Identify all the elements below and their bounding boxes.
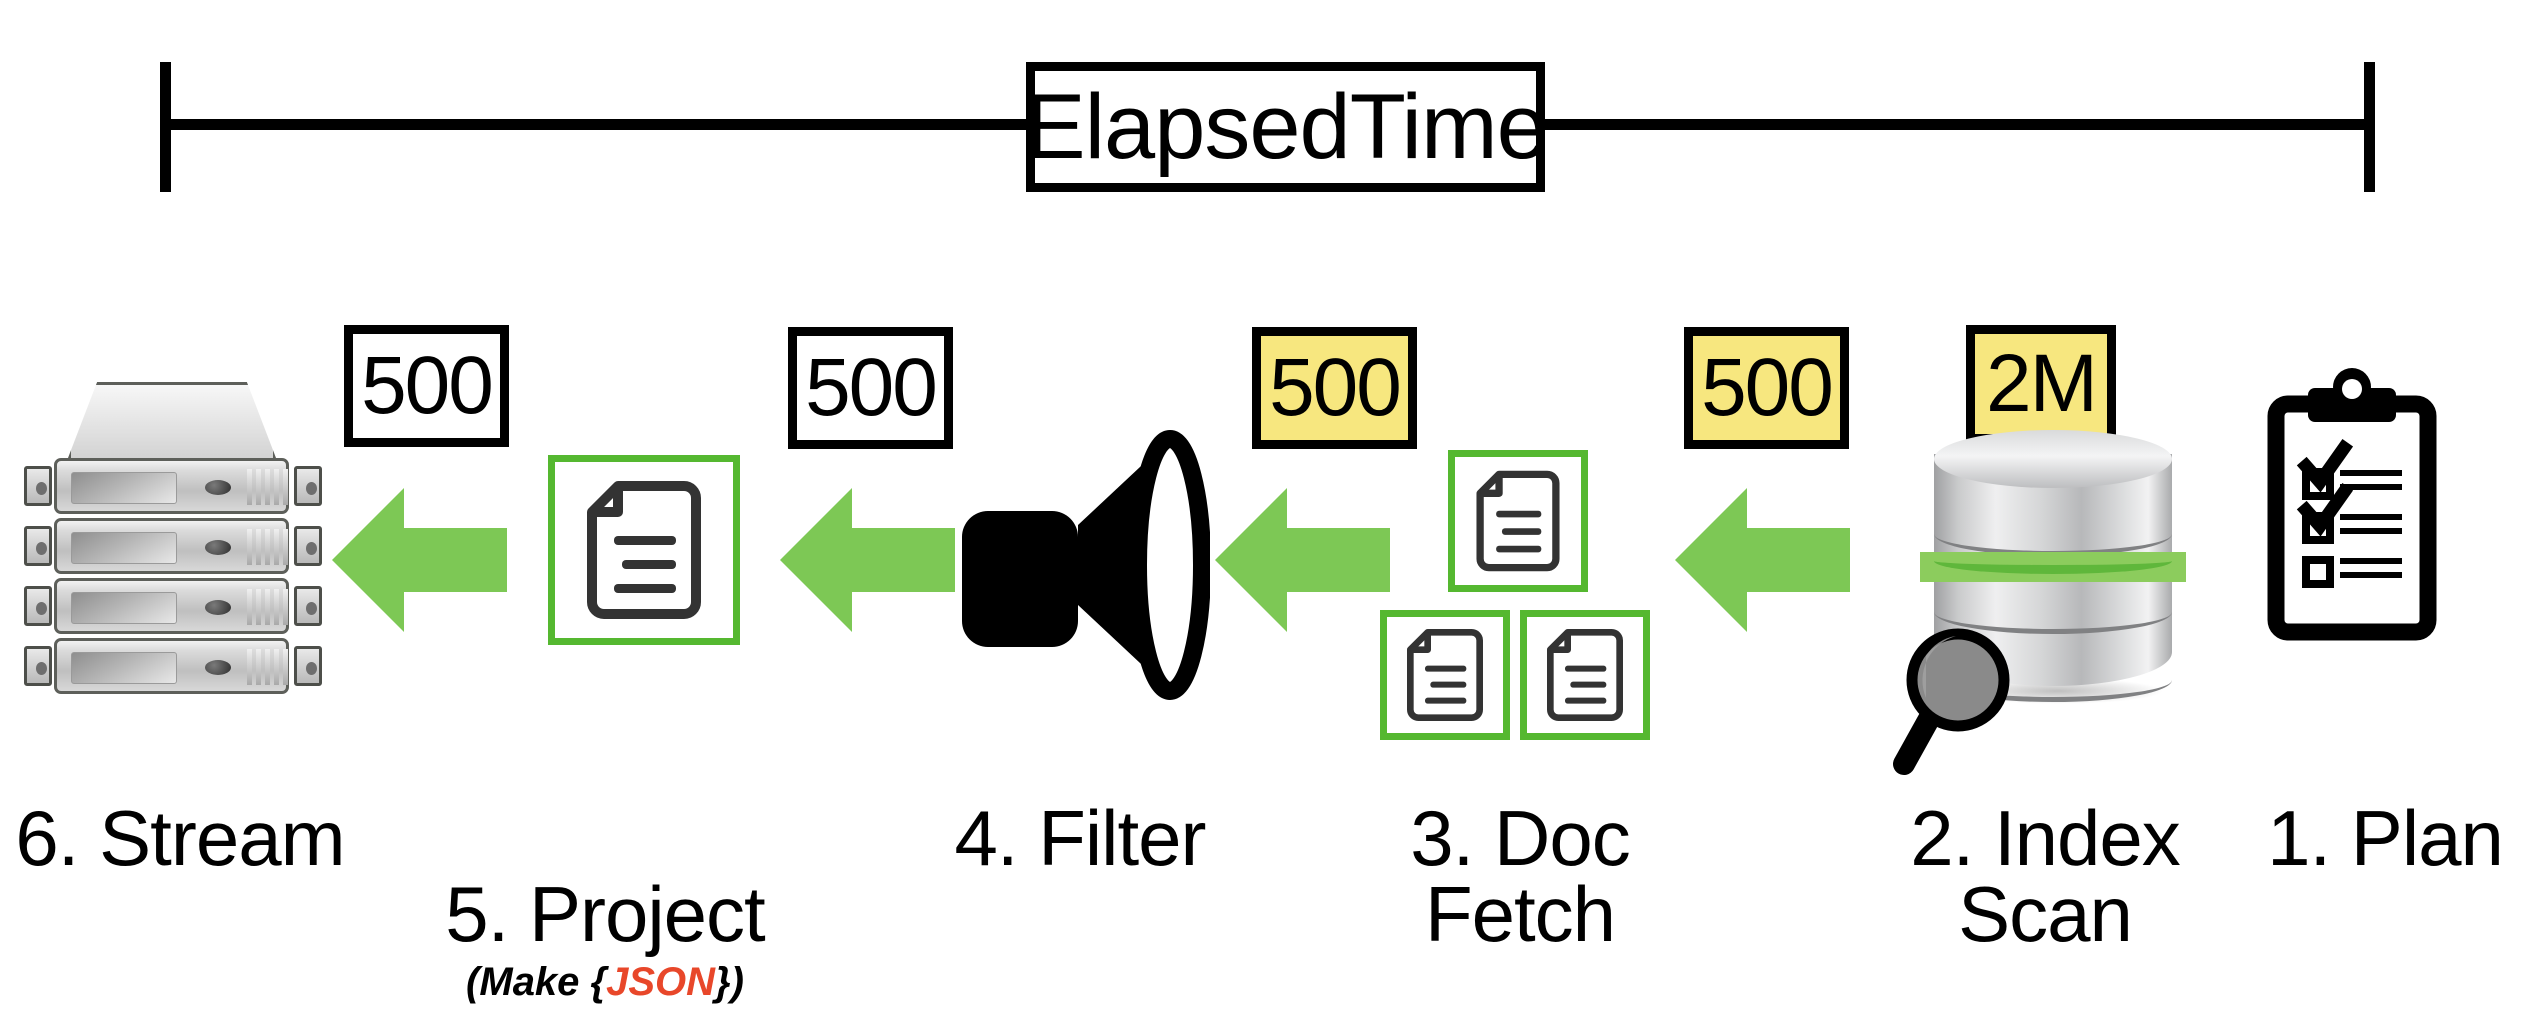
count-badge-indexscan: 2M	[1966, 325, 2116, 443]
server-ear-left	[24, 526, 52, 566]
count-badge-stream: 500	[344, 325, 509, 447]
project-sub-json: JSON	[606, 959, 716, 1004]
server-rack-unit	[54, 578, 310, 634]
document-icon	[548, 455, 740, 645]
database-index-band-shade	[1934, 548, 2172, 574]
server-rack-icon	[18, 382, 328, 712]
elapsed-time-label: ElapsedTime	[1024, 62, 1548, 192]
server-vents	[247, 529, 293, 565]
project-sub-prefix: (Make {	[466, 959, 607, 1004]
server-ear-left	[24, 466, 52, 506]
server-rack-unit	[54, 638, 310, 694]
server-vents	[247, 469, 293, 505]
elapsed-time-span: ElapsedTime	[0, 0, 2540, 230]
clipboard-checklist-icon	[2266, 368, 2496, 643]
database-top	[1934, 430, 2172, 488]
step-label-indexscan: 2. Index Scan	[1910, 794, 2181, 959]
step-sublabel-project: (Make {JSON})	[440, 959, 770, 1004]
server-rack-unit	[54, 458, 310, 514]
document-icon	[1448, 450, 1588, 592]
step-label-stream: 6. Stream	[15, 794, 345, 882]
database-ring	[1934, 590, 2172, 634]
span-tick-left	[160, 62, 171, 192]
step-label-filter: 4. Filter	[954, 794, 1206, 882]
funnel-icon	[960, 425, 1210, 705]
server-knob	[205, 540, 231, 555]
project-sub-suffix: })	[715, 959, 744, 1004]
count-badge-docfetch: 500	[1684, 327, 1849, 449]
span-tick-right	[2364, 62, 2375, 192]
server-knob	[205, 480, 231, 495]
server-bay	[71, 652, 177, 684]
count-badge-filter: 500	[1252, 327, 1417, 449]
server-bay	[71, 472, 177, 504]
database-magnifier-icon	[1893, 430, 2214, 775]
server-ear-right	[294, 586, 322, 626]
server-knob	[205, 660, 231, 675]
arrow-project-to-stream	[332, 480, 507, 640]
document-icon	[1380, 610, 1510, 740]
server-rack-top	[68, 382, 276, 458]
count-badge-project: 500	[788, 327, 953, 449]
arrow-filter-to-project	[780, 480, 955, 640]
server-rack-unit	[54, 518, 310, 574]
database-ring	[1934, 658, 2172, 702]
document-icon	[1520, 610, 1650, 740]
server-ear-right	[294, 526, 322, 566]
server-ear-right	[294, 466, 322, 506]
arrow-indexscan-to-docfetch	[1675, 480, 1850, 640]
server-vents	[247, 589, 293, 625]
server-knob	[205, 600, 231, 615]
server-ear-left	[24, 646, 52, 686]
server-ear-right	[294, 646, 322, 686]
step-label-project-text: 5. Project	[445, 870, 765, 959]
step-label-plan: 1. Plan	[2267, 794, 2504, 882]
server-vents	[247, 649, 293, 685]
arrow-docfetch-to-filter	[1215, 480, 1390, 640]
magnifier-icon	[1892, 618, 2042, 778]
documents-group-icon	[1380, 450, 1680, 740]
step-label-project: 5. Project (Make {JSON})	[440, 800, 770, 1024]
step-label-docfetch: 3. Doc Fetch	[1410, 794, 1630, 959]
server-ear-left	[24, 586, 52, 626]
server-bay	[71, 532, 177, 564]
server-bay	[71, 592, 177, 624]
